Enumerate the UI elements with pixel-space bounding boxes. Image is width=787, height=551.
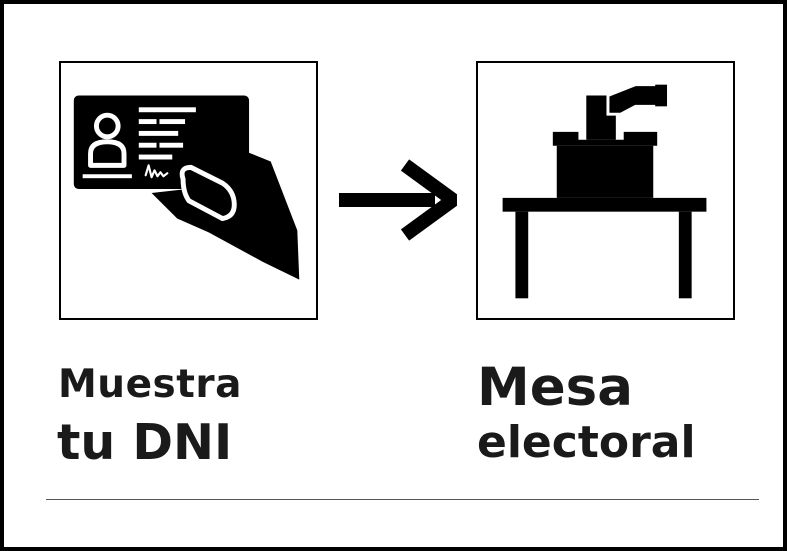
- ballot-box-table-icon: [502, 83, 707, 299]
- step-1-label-line-1: Muestra: [58, 362, 242, 407]
- step-1-label-line-2: tu DNI: [57, 414, 233, 471]
- ballot-box-panel: [476, 61, 735, 320]
- id-card-panel: [59, 61, 318, 320]
- bottom-divider: [46, 499, 759, 500]
- step-2-label-line-1: Mesa: [477, 357, 633, 418]
- step-2-label-line-2: electoral: [477, 417, 696, 468]
- arrow-right-icon: [339, 159, 457, 241]
- id-card-icon: [73, 95, 300, 280]
